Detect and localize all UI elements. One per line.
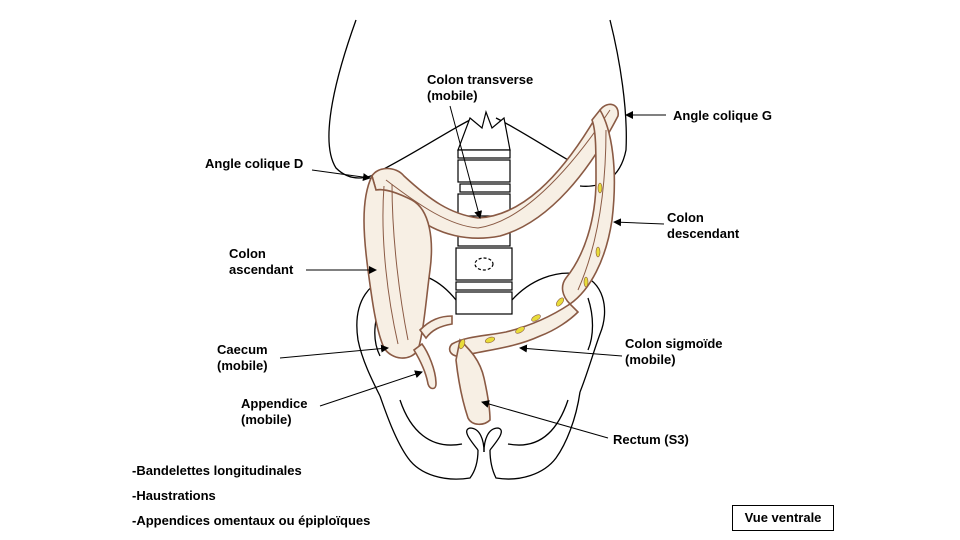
label-appendix: Appendice(mobile)	[241, 396, 308, 427]
colon	[363, 103, 619, 426]
transverse-colon	[371, 103, 619, 239]
leader-appendix	[319, 370, 423, 407]
leader-angle-d	[311, 169, 371, 182]
leader-transverse	[449, 105, 483, 219]
leader-lines	[279, 105, 666, 439]
note-item: -Haustrations	[132, 488, 216, 503]
descending-colon	[561, 108, 616, 306]
note-item: -Appendices omentaux ou épiploïques	[132, 513, 371, 528]
view-label: Vue ventrale	[732, 505, 834, 531]
note-item: -Bandelettes longitudinales	[132, 463, 302, 478]
leader-caecum	[279, 344, 389, 359]
label-transverse-colon: Colon transverse(mobile)	[427, 72, 534, 103]
label-rectum: Rectum (S3)	[613, 432, 689, 447]
leader-descending	[613, 218, 665, 227]
label-angle-colique-g: Angle colique G	[673, 108, 772, 123]
label-caecum: Caecum(mobile)	[217, 342, 268, 373]
notes-list: -Bandelettes longitudinales -Haustration…	[132, 462, 370, 537]
spine	[455, 109, 513, 315]
sigmoid-colon	[448, 302, 580, 358]
leader-rectum	[481, 400, 609, 439]
leader-sigmoid	[519, 344, 623, 357]
epiploic-appendices	[458, 182, 603, 350]
label-sigmoid-colon: Colon sigmoïde(mobile)	[625, 336, 723, 367]
appendix	[412, 342, 437, 390]
label-angle-colique-d: Angle colique D	[205, 156, 304, 171]
